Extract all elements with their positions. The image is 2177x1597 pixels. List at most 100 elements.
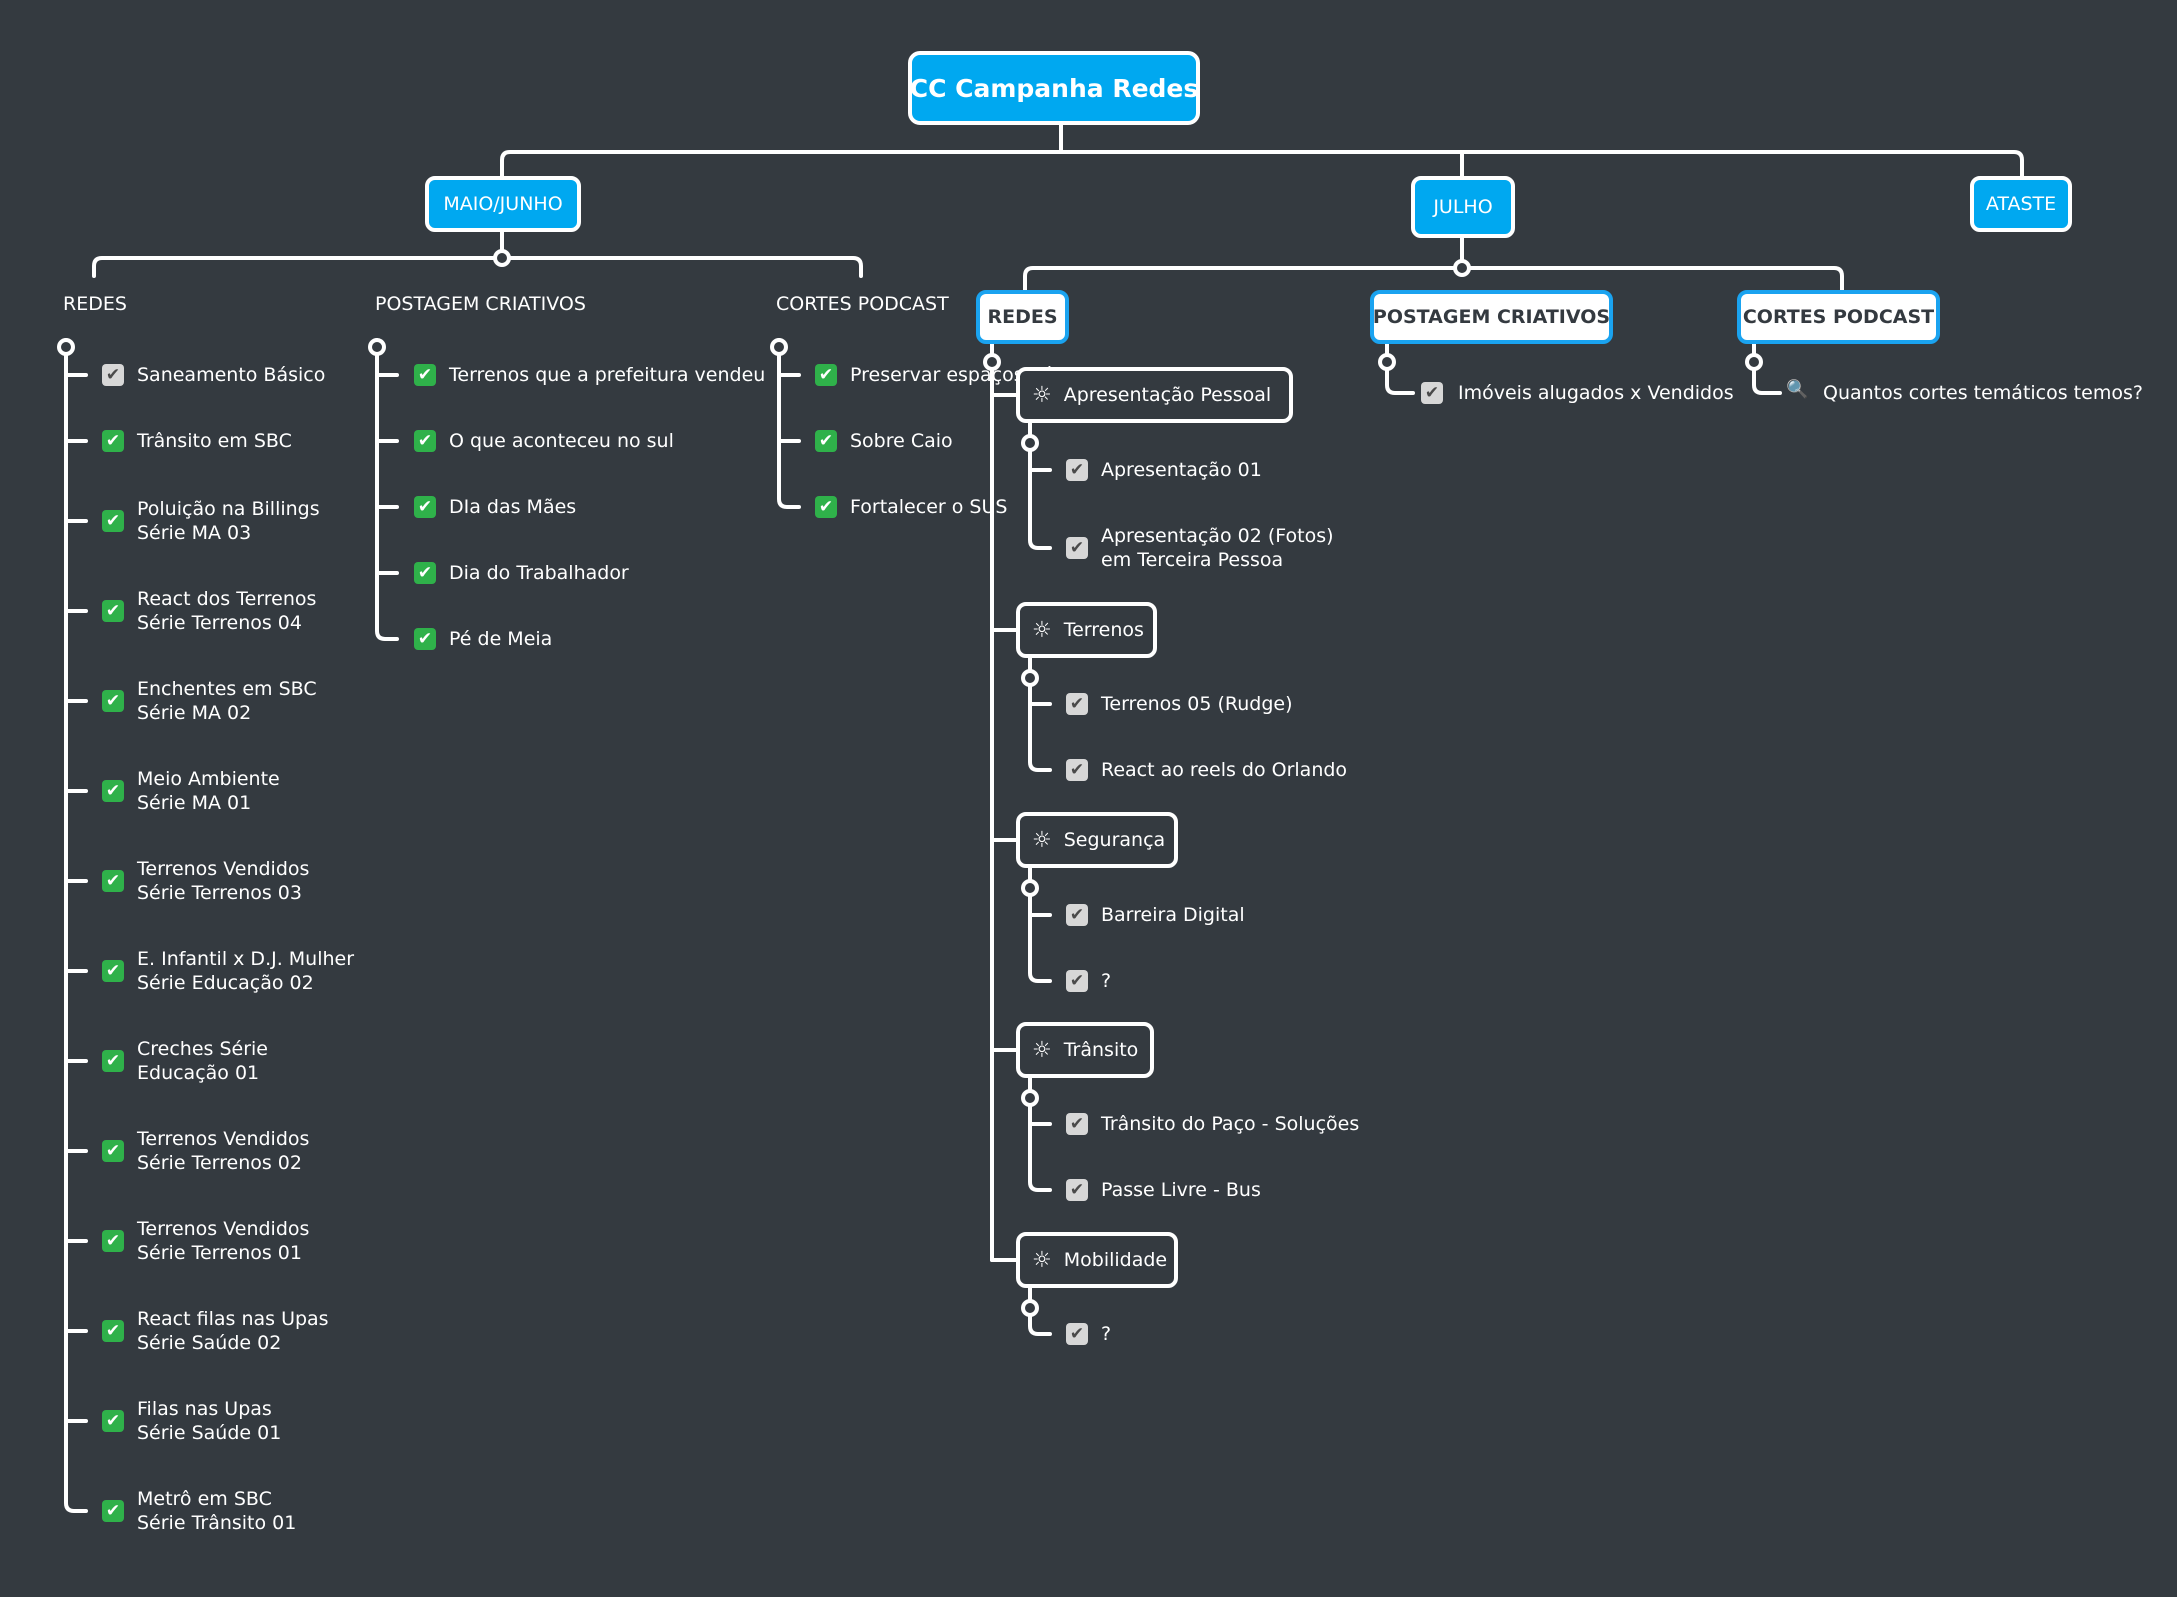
check-mark-icon: ✔: [102, 690, 124, 712]
julho-redes-box[interactable]: REDES: [976, 290, 1069, 344]
root-topic[interactable]: CC Campanha Redes: [908, 51, 1200, 125]
maio-redes-item[interactable]: Terrenos Vendidos Série Terrenos 02: [137, 1128, 310, 1174]
julho-cortes-item[interactable]: Quantos cortes temáticos temos?: [1823, 382, 2143, 404]
julho-redes-item[interactable]: Passe Livre - Bus: [1101, 1179, 1261, 1201]
check-mark-icon: ✔: [414, 496, 436, 518]
connector-line: [92, 230, 863, 278]
julho-redes-group[interactable]: ☼ Mobilidade: [1016, 1232, 1178, 1288]
check-box-icon: ✔: [1066, 537, 1088, 559]
julho-redes-item[interactable]: Apresentação 01: [1101, 459, 1262, 481]
julho-redes-group[interactable]: ☼ Trânsito: [1016, 1022, 1154, 1078]
julho-redes-item[interactable]: ?: [1101, 1323, 1112, 1345]
maio-redes-item[interactable]: Enchentes em SBC Série MA 02: [137, 678, 317, 724]
maio-redes-item[interactable]: Saneamento Básico: [137, 364, 326, 386]
maio-redes-item[interactable]: React filas nas Upas Série Saúde 02: [137, 1308, 329, 1354]
lightbulb-icon: ☼: [1032, 382, 1052, 408]
collapse-handle: [1745, 353, 1763, 371]
julho-postagem-box[interactable]: POSTAGEM CRIATIVOS: [1370, 290, 1613, 344]
collapse-handle: [1021, 669, 1039, 687]
check-mark-icon: ✔: [414, 628, 436, 650]
collapse-handle: [770, 338, 788, 356]
maio-cortes-item[interactable]: Sobre Caio: [850, 430, 953, 452]
check-mark-icon: ✔: [102, 960, 124, 982]
lightbulb-icon: ☼: [1032, 827, 1052, 853]
connector-line: [1028, 1286, 1052, 1336]
maio-postagem-item[interactable]: Pé de Meia: [449, 628, 553, 650]
check-box-icon: ✔: [102, 364, 124, 386]
julho-redes-item[interactable]: Apresentação 02 (Fotos) em Terceira Pess…: [1101, 525, 1334, 571]
connector-line: [1028, 1076, 1052, 1192]
maio-redes-item[interactable]: Metrô em SBC Série Trânsito 01: [137, 1488, 297, 1534]
maio-postagem-item[interactable]: O que aconteceu no sul: [449, 430, 674, 452]
julho-redes-item[interactable]: React ao reels do Orlando: [1101, 759, 1348, 781]
group-label: Terrenos: [1063, 619, 1144, 641]
connector-line: [1023, 236, 1844, 292]
julho-postagem-item[interactable]: Imóveis alugados x Vendidos: [1458, 382, 1734, 404]
maio-cortes-label[interactable]: CORTES PODCAST: [776, 293, 949, 315]
check-mark-icon: ✔: [102, 1320, 124, 1342]
maio-postagem-item[interactable]: Terrenos que a prefeitura vendeu: [449, 364, 766, 386]
connector-line: [1752, 342, 1782, 395]
collapse-handle: [983, 353, 1001, 371]
collapse-handle: [1021, 434, 1039, 452]
maio-postagem-item[interactable]: Dia do Trabalhador: [449, 562, 629, 584]
check-mark-icon: ✔: [102, 1230, 124, 1252]
check-mark-icon: ✔: [102, 510, 124, 532]
check-mark-icon: ✔: [414, 562, 436, 584]
julho-redes-item[interactable]: Barreira Digital: [1101, 904, 1245, 926]
check-mark-icon: ✔: [414, 430, 436, 452]
check-mark-icon: ✔: [815, 430, 837, 452]
check-mark-icon: ✔: [102, 600, 124, 622]
check-box-icon: ✔: [1066, 1179, 1088, 1201]
julho-cortes-box[interactable]: CORTES PODCAST: [1737, 290, 1940, 344]
julho-redes-group[interactable]: ☼ Terrenos: [1016, 602, 1157, 658]
topic-maio-junho[interactable]: MAIO/JUNHO: [425, 176, 581, 232]
maio-redes-item[interactable]: Filas nas Upas Série Saúde 01: [137, 1398, 282, 1444]
check-mark-icon: ✔: [102, 1140, 124, 1162]
julho-redes-group[interactable]: ☼Apresentação Pessoal: [1016, 367, 1293, 423]
maio-redes-item[interactable]: E. Infantil x D.J. Mulher Série Educação…: [137, 948, 355, 994]
julho-redes-item[interactable]: Trânsito do Paço - Soluções: [1101, 1113, 1360, 1135]
maio-redes-item[interactable]: Terrenos Vendidos Série Terrenos 03: [137, 858, 310, 904]
check-box-icon: ✔: [1066, 759, 1088, 781]
julho-redes-group[interactable]: ☼Segurança: [1016, 812, 1178, 868]
topic-ataste[interactable]: ATASTE: [1970, 176, 2072, 232]
connector-line: [777, 338, 801, 509]
connector-line: [500, 123, 2024, 178]
maio-redes-item[interactable]: React dos Terrenos Série Terrenos 04: [137, 588, 317, 634]
maio-postagem-item[interactable]: DIa das Mães: [449, 496, 577, 518]
connector-line: [1385, 342, 1415, 395]
check-mark-icon: ✔: [102, 870, 124, 892]
maio-redes-item[interactable]: Poluição na Billings Série MA 03: [137, 498, 320, 544]
maio-redes-item[interactable]: Terrenos Vendidos Série Terrenos 01: [137, 1218, 310, 1264]
connector-line: [375, 338, 399, 641]
check-box-icon: ✔: [1421, 382, 1443, 404]
check-box-icon: ✔: [1066, 459, 1088, 481]
maio-redes-item[interactable]: Creches Série Educação 01: [137, 1038, 268, 1084]
julho-redes-item[interactable]: ?: [1101, 970, 1112, 992]
collapse-handle: [1021, 1299, 1039, 1317]
check-box-icon: ✔: [1066, 904, 1088, 926]
julho-redes-item[interactable]: Terrenos 05 (Rudge): [1101, 693, 1293, 715]
maio-redes-item[interactable]: Meio Ambiente Série MA 01: [137, 768, 280, 814]
check-mark-icon: ✔: [102, 1050, 124, 1072]
check-mark-icon: ✔: [414, 364, 436, 386]
group-label: Trânsito: [1063, 1039, 1139, 1061]
group-label: Mobilidade: [1063, 1249, 1168, 1271]
maio-redes-item[interactable]: Trânsito em SBC: [137, 430, 292, 452]
lightbulb-icon: ☼: [1032, 1037, 1052, 1063]
maio-cortes-item[interactable]: Fortalecer o SUS: [850, 496, 1008, 518]
maio-redes-label[interactable]: REDES: [63, 293, 127, 315]
collapse-handle: [1378, 353, 1396, 371]
check-box-icon: ✔: [1066, 970, 1088, 992]
check-box-icon: ✔: [1066, 1323, 1088, 1345]
topic-julho[interactable]: JULHO: [1411, 176, 1515, 238]
check-mark-icon: ✔: [102, 430, 124, 452]
check-box-icon: ✔: [1066, 1113, 1088, 1135]
maio-postagem-label[interactable]: POSTAGEM CRIATIVOS: [375, 293, 586, 315]
lightbulb-icon: ☼: [1032, 1247, 1052, 1273]
collapse-handle: [1021, 1089, 1039, 1107]
lightbulb-icon: ☼: [1032, 617, 1052, 643]
check-mark-icon: ✔: [102, 1500, 124, 1522]
